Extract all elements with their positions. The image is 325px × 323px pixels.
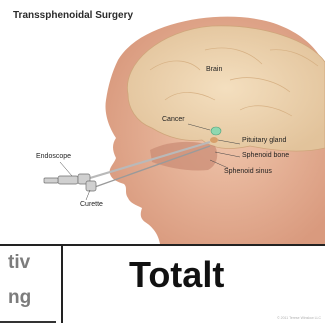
label-cancer: Cancer (162, 116, 185, 123)
label-brain: Brain (206, 66, 222, 73)
table-cell-left-bottom: ng (8, 287, 31, 309)
label-pituitary-gland: Pituitary gland (242, 137, 286, 144)
table-header-totalt: Totalt (129, 254, 224, 296)
label-curette: Curette (80, 201, 103, 208)
label-sphenoid-bone: Sphenoid bone (242, 152, 289, 159)
label-sphenoid-sinus: Sphenoid sinus (224, 168, 272, 175)
tumor (211, 127, 221, 135)
figure-title: Transsphenoidal Surgery (13, 10, 133, 21)
pituitary (210, 137, 218, 143)
table-cell-left-top: tiv (8, 252, 30, 274)
endoscope-handle (44, 174, 96, 191)
label-endoscope: Endoscope (36, 153, 71, 160)
